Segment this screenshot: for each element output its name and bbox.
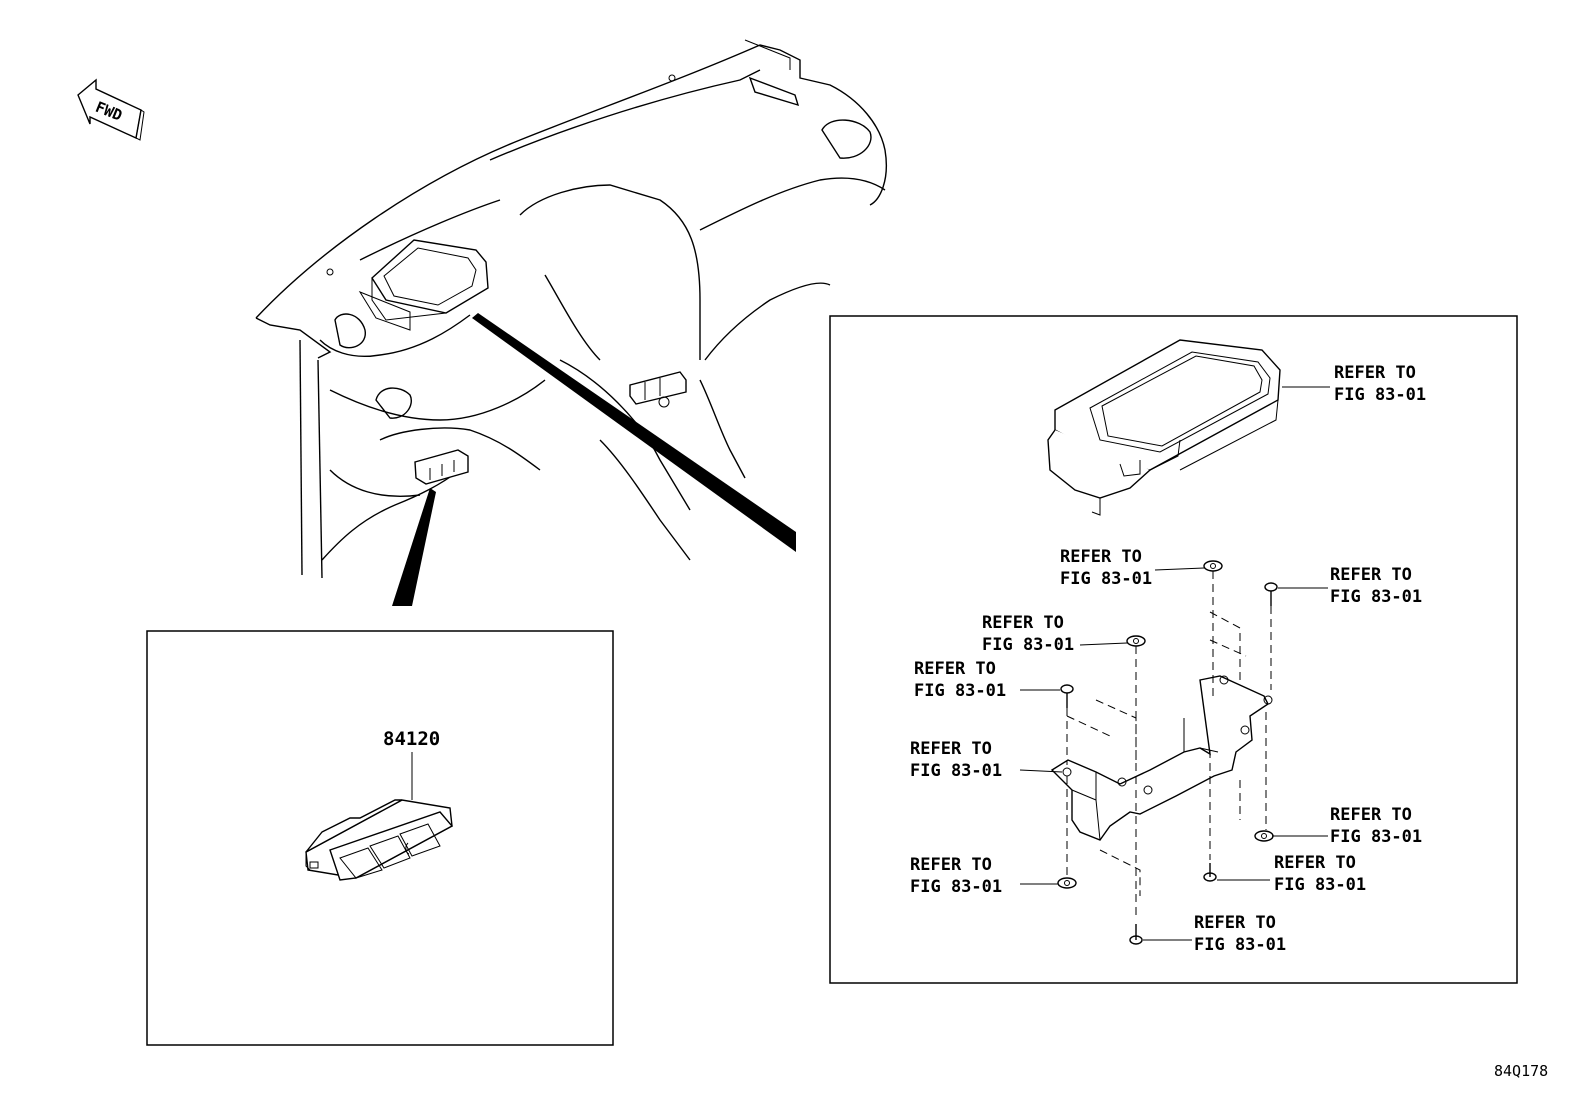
callout-nut-right[interactable]: REFER TO FIG 83-01 bbox=[1330, 805, 1422, 847]
callout-line2: FIG 83-01 bbox=[1274, 875, 1366, 895]
screw-icon bbox=[1129, 924, 1143, 945]
callout-nut-top[interactable]: REFER TO FIG 83-01 bbox=[1060, 547, 1152, 589]
callout-line2: FIG 83-01 bbox=[1194, 935, 1286, 955]
dash-switch-location bbox=[414, 449, 469, 485]
callout-screw-left[interactable]: REFER TO FIG 83-01 bbox=[914, 659, 1006, 701]
switch-assembly-icon bbox=[305, 799, 454, 881]
callout-line1: REFER TO bbox=[910, 739, 992, 759]
callout-line1: REFER TO bbox=[1330, 805, 1412, 825]
leader-wedge-switch bbox=[392, 488, 436, 606]
nut-icon bbox=[1203, 560, 1223, 572]
nut-icon bbox=[1254, 830, 1274, 842]
fwd-arrow-icon: FWD bbox=[77, 78, 145, 141]
callout-line2: FIG 83-01 bbox=[982, 635, 1074, 655]
figure-id: 84Q178 bbox=[1494, 1062, 1548, 1080]
callout-bracket[interactable]: REFER TO FIG 83-01 bbox=[910, 739, 1002, 781]
callout-line2: FIG 83-01 bbox=[1330, 827, 1422, 847]
bracket-detail-panel bbox=[829, 315, 1518, 984]
callout-leader-lines bbox=[1019, 386, 1330, 941]
callout-screw-bottom[interactable]: REFER TO FIG 83-01 bbox=[1194, 913, 1286, 955]
nut-icon bbox=[1126, 635, 1146, 647]
nut-icon bbox=[1057, 877, 1077, 889]
screw-icon bbox=[1203, 863, 1217, 882]
callout-line1: REFER TO bbox=[982, 613, 1064, 633]
callout-screw-top-right[interactable]: REFER TO FIG 83-01 bbox=[1330, 565, 1422, 607]
callout-nut-mid[interactable]: REFER TO FIG 83-01 bbox=[982, 613, 1074, 655]
callout-line1: REFER TO bbox=[914, 659, 996, 679]
callout-nut-bottom-left[interactable]: REFER TO FIG 83-01 bbox=[910, 855, 1002, 897]
callout-line2: FIG 83-01 bbox=[910, 761, 1002, 781]
callout-line2: FIG 83-01 bbox=[1330, 587, 1422, 607]
assembly-dashed-lines bbox=[1066, 571, 1272, 920]
callout-line1: REFER TO bbox=[910, 855, 992, 875]
callout-line2: FIG 83-01 bbox=[1060, 569, 1152, 589]
instrument-panel-drawing bbox=[255, 39, 887, 579]
callout-line2: FIG 83-01 bbox=[1334, 385, 1426, 405]
display-unit-icon bbox=[1047, 339, 1281, 516]
callout-line2: FIG 83-01 bbox=[910, 877, 1002, 897]
callout-line1: REFER TO bbox=[1274, 853, 1356, 873]
callout-line1: REFER TO bbox=[1334, 363, 1416, 383]
callout-line2: FIG 83-01 bbox=[914, 681, 1006, 701]
callout-screw-bottom-mid[interactable]: REFER TO FIG 83-01 bbox=[1274, 853, 1366, 895]
callout-display-unit[interactable]: REFER TO FIG 83-01 bbox=[1334, 363, 1426, 405]
leader-wedge-display bbox=[472, 313, 796, 552]
switch-part-number[interactable]: 84120 bbox=[383, 728, 440, 750]
switch-detail-panel bbox=[146, 630, 614, 1046]
callout-line1: REFER TO bbox=[1060, 547, 1142, 567]
screw-icon bbox=[1264, 582, 1278, 606]
bracket-icon bbox=[1050, 675, 1273, 841]
callout-line1: REFER TO bbox=[1330, 565, 1412, 585]
screw-icon bbox=[1060, 684, 1074, 708]
callout-line1: REFER TO bbox=[1194, 913, 1276, 933]
